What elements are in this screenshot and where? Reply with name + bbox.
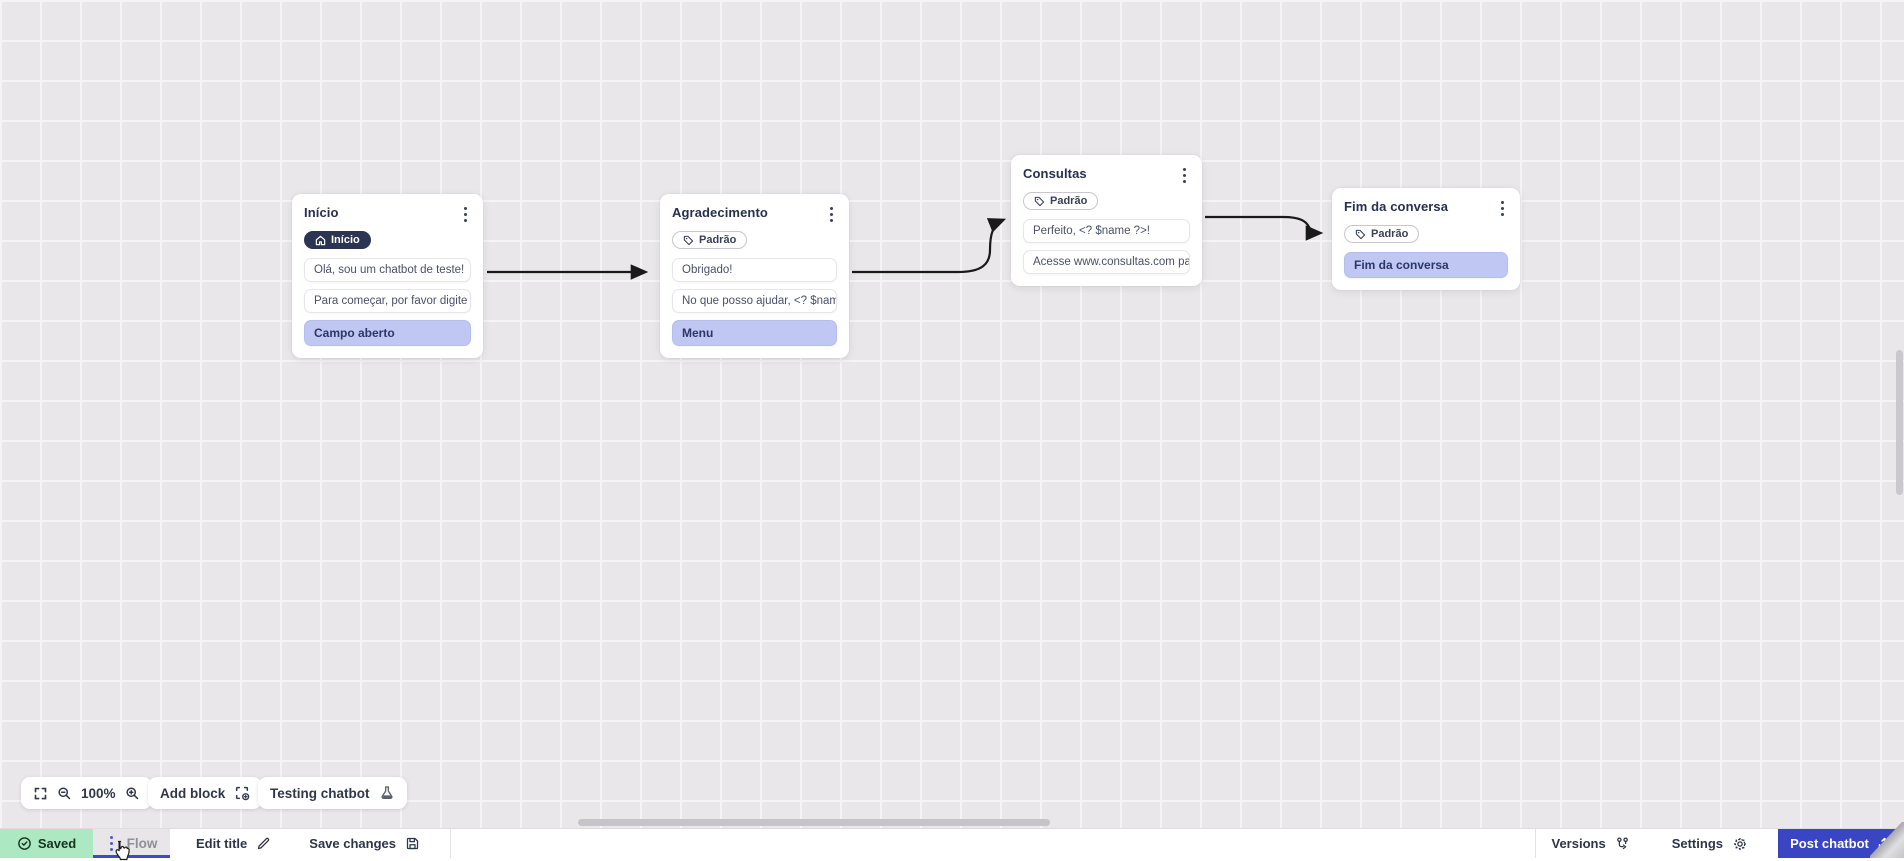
flow-canvas[interactable]: Início Início Olá, sou um chatbot de tes… xyxy=(0,0,1904,828)
add-block-label: Add block xyxy=(160,786,225,801)
check-circle-icon xyxy=(17,836,32,851)
add-block-icon xyxy=(234,785,250,801)
save-changes-label: Save changes xyxy=(309,836,396,851)
git-branch-icon xyxy=(1615,836,1630,851)
fullscreen-icon[interactable] xyxy=(33,786,48,801)
block-text[interactable]: Para começar, por favor digite o ... xyxy=(304,289,471,313)
divider xyxy=(1535,829,1536,858)
edit-title-label: Edit title xyxy=(196,836,247,851)
window-resize-corner xyxy=(1870,822,1904,858)
zoom-out-icon[interactable] xyxy=(57,786,72,801)
node-title: Consultas xyxy=(1023,166,1087,181)
start-badge: Início xyxy=(304,231,371,249)
versions-label: Versions xyxy=(1552,836,1606,851)
tag-icon xyxy=(1355,229,1366,240)
zoom-in-icon[interactable] xyxy=(125,786,140,801)
node-agradecimento[interactable]: Agradecimento Padrão Obrigado! No que po… xyxy=(660,194,849,358)
tag-badge: Padrão xyxy=(1344,225,1419,243)
block-text[interactable]: Acesse www.consultas.com par... xyxy=(1023,250,1190,274)
block-input[interactable]: Campo aberto xyxy=(304,320,471,346)
saved-label: Saved xyxy=(38,836,76,851)
node-menu-icon[interactable] xyxy=(1179,166,1190,185)
block-text[interactable]: No que posso ajudar, <? $name ... xyxy=(672,289,837,313)
badge-label: Padrão xyxy=(1371,228,1408,240)
block-text[interactable]: Olá, sou um chatbot de teste! xyxy=(304,258,471,282)
badge-label: Início xyxy=(331,234,360,246)
saved-status-badge: Saved xyxy=(0,829,93,858)
add-block-button[interactable]: Add block xyxy=(148,777,262,809)
horizontal-scrollbar[interactable] xyxy=(578,819,1050,826)
flow-menu-icon[interactable] xyxy=(106,834,117,853)
badge-label: Padrão xyxy=(1050,195,1087,207)
tag-icon xyxy=(683,235,694,246)
versions-button[interactable]: Versions xyxy=(1544,829,1638,858)
node-title: Fim da conversa xyxy=(1344,199,1448,214)
tag-badge: Padrão xyxy=(1023,192,1098,210)
node-menu-icon[interactable] xyxy=(1497,199,1508,218)
block-input[interactable]: Menu xyxy=(672,320,837,346)
home-icon xyxy=(315,235,326,246)
edit-title-button[interactable]: Edit title xyxy=(188,829,279,858)
block-text[interactable]: Perfeito, <? $name ?>! xyxy=(1023,219,1190,243)
zoom-level: 100% xyxy=(81,786,116,801)
gear-icon xyxy=(1732,836,1748,852)
pencil-icon xyxy=(256,836,271,851)
node-title: Agradecimento xyxy=(672,205,768,220)
tab-flow[interactable]: Flow xyxy=(93,829,170,858)
settings-label: Settings xyxy=(1672,836,1723,851)
node-menu-icon[interactable] xyxy=(460,205,471,224)
settings-button[interactable]: Settings xyxy=(1664,829,1756,858)
zoom-toolbar: 100% xyxy=(21,777,152,809)
node-title: Início xyxy=(304,205,339,220)
save-changes-button[interactable]: Save changes xyxy=(301,829,428,858)
save-icon xyxy=(405,836,420,851)
node-fim-da-conversa[interactable]: Fim da conversa Padrão Fim da conversa xyxy=(1332,188,1520,290)
flow-tab-label: Flow xyxy=(127,836,158,851)
tag-icon xyxy=(1034,196,1045,207)
tag-badge: Padrão xyxy=(672,231,747,249)
vertical-scrollbar[interactable] xyxy=(1896,350,1903,495)
post-chatbot-label: Post chatbot xyxy=(1790,836,1869,851)
node-menu-icon[interactable] xyxy=(826,205,837,224)
node-inicio[interactable]: Início Início Olá, sou um chatbot de tes… xyxy=(292,194,483,358)
block-input[interactable]: Fim da conversa xyxy=(1344,252,1508,278)
testing-chatbot-label: Testing chatbot xyxy=(270,786,370,801)
flow-connections xyxy=(0,0,1904,828)
bottom-statusbar: Saved Flow Edit title Save changes Versi… xyxy=(0,828,1904,858)
flask-icon xyxy=(379,785,395,801)
badge-label: Padrão xyxy=(699,234,736,246)
testing-chatbot-button[interactable]: Testing chatbot xyxy=(258,777,407,809)
node-consultas[interactable]: Consultas Padrão Perfeito, <? $name ?>! … xyxy=(1011,155,1202,286)
block-text[interactable]: Obrigado! xyxy=(672,258,837,282)
